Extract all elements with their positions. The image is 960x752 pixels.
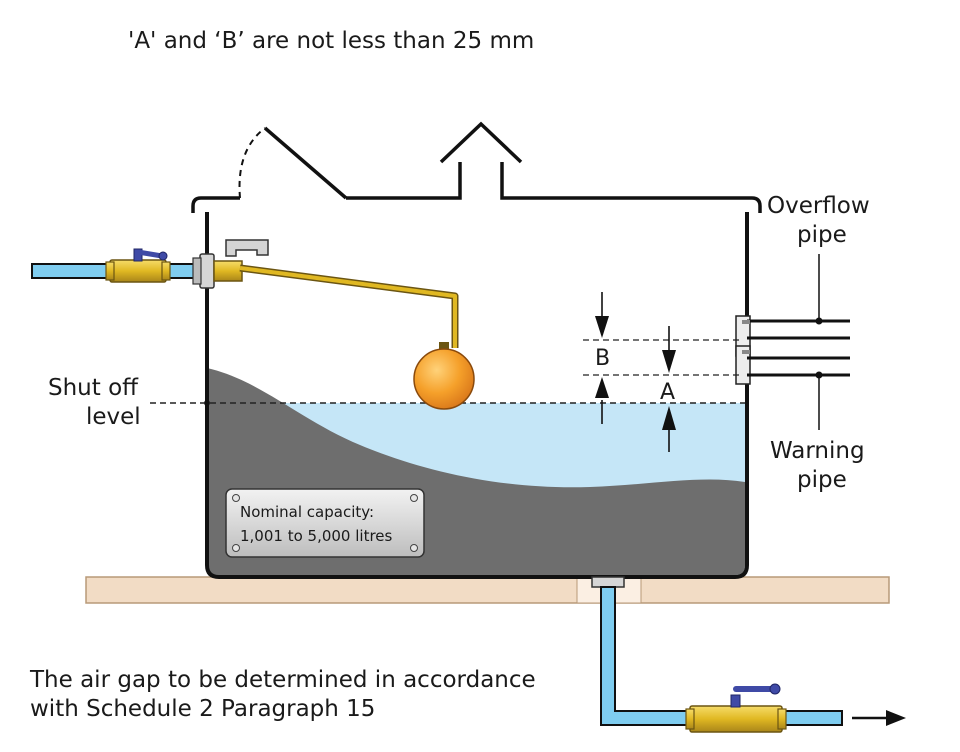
dim-b-arrows bbox=[595, 292, 609, 424]
header-note: 'A' and ‘B’ are not less than 25 mm bbox=[128, 28, 534, 54]
plate-line-2: 1,001 to 5,000 litres bbox=[240, 527, 393, 545]
overflow-pipe bbox=[735, 315, 850, 357]
tank-wall bbox=[205, 212, 749, 579]
overflow-label-1: Overflow bbox=[767, 193, 870, 219]
access-hatch-swing bbox=[238, 127, 266, 199]
dim-a-label: A bbox=[660, 380, 675, 405]
tank-lid-right bbox=[500, 162, 762, 213]
inlet-flange bbox=[199, 253, 215, 289]
shutoff-label-1: Shut off bbox=[48, 375, 139, 401]
shutoff-label-2: level bbox=[86, 404, 141, 430]
inlet-flange-nut bbox=[192, 257, 202, 285]
overflow-label-2: pipe bbox=[797, 222, 847, 248]
warning-pipe bbox=[735, 345, 850, 385]
tank-vent bbox=[439, 121, 523, 164]
overflow-leader-dot bbox=[815, 317, 823, 325]
float-valve bbox=[213, 239, 459, 350]
inlet-valve bbox=[105, 248, 171, 283]
warning-label-1: Warning bbox=[770, 438, 865, 464]
warning-leader-dot bbox=[815, 371, 823, 379]
outlet-pipe bbox=[600, 586, 843, 726]
support-platform bbox=[85, 576, 890, 604]
dim-a-arrows bbox=[662, 326, 676, 452]
access-hatch bbox=[263, 126, 348, 200]
outlet-valve bbox=[685, 683, 787, 733]
warning-label-2: pipe bbox=[797, 467, 847, 493]
tank-lid-left bbox=[191, 196, 240, 213]
plate-line-1: Nominal capacity: bbox=[240, 503, 374, 521]
footer-line-2: with Schedule 2 Paragraph 15 bbox=[30, 696, 375, 722]
flow-arrow bbox=[852, 710, 906, 726]
outlet-fitting bbox=[591, 576, 625, 588]
capacity-plate bbox=[225, 488, 425, 558]
tank-lid-center bbox=[346, 162, 462, 200]
float-ball bbox=[413, 348, 475, 410]
dim-b-label: B bbox=[595, 346, 610, 371]
footer-line-1: The air gap to be determined in accordan… bbox=[29, 667, 536, 693]
